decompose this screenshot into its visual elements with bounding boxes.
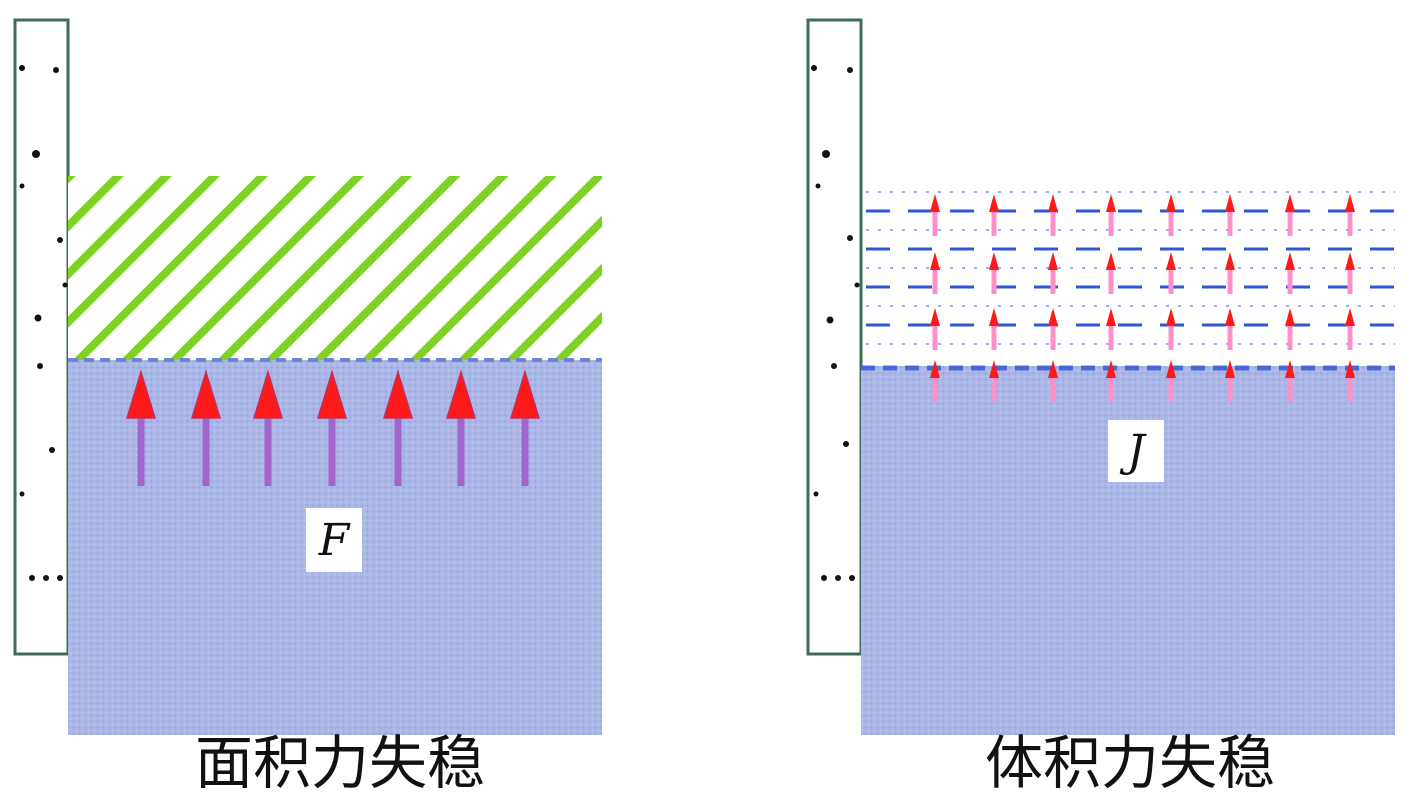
small-up-arrow <box>989 360 999 402</box>
small-up-arrow <box>930 194 940 236</box>
up-arrow <box>509 369 541 486</box>
small-up-arrow <box>1285 308 1295 350</box>
small-up-arrow <box>1285 194 1295 236</box>
caption-surface-force: 面积力失稳 <box>194 729 485 797</box>
small-up-arrow <box>930 252 940 294</box>
small-up-arrow <box>1225 360 1235 402</box>
layered-dashes <box>866 191 1395 345</box>
up-arrow <box>125 369 157 486</box>
small-up-arrow <box>1048 360 1058 402</box>
small-up-arrow <box>1225 194 1235 236</box>
body-force-arrows <box>930 194 1355 402</box>
label-box-left <box>306 508 362 572</box>
small-up-arrow <box>989 194 999 236</box>
small-up-arrow <box>1106 252 1116 294</box>
small-up-arrow <box>1225 308 1235 350</box>
small-up-arrow <box>1106 308 1116 350</box>
up-arrow <box>382 369 414 486</box>
small-up-arrow <box>1166 308 1176 350</box>
small-up-arrow <box>989 252 999 294</box>
small-up-arrow <box>1345 360 1355 402</box>
hatched-layer <box>68 176 602 360</box>
small-up-arrow <box>1345 194 1355 236</box>
small-up-arrow <box>1285 252 1295 294</box>
up-arrow <box>190 369 222 486</box>
wall-speckles-left <box>19 65 68 581</box>
caption-body-force: 体积力失稳 <box>984 729 1275 797</box>
up-arrow <box>316 369 348 486</box>
panel-surface-force: F <box>13 18 602 735</box>
small-up-arrow <box>1345 252 1355 294</box>
small-up-arrow <box>1345 308 1355 350</box>
small-up-arrow <box>989 308 999 350</box>
wall-speckles-right <box>811 65 860 581</box>
variable-label-left: F <box>318 515 351 566</box>
small-up-arrow <box>1048 308 1058 350</box>
small-up-arrow <box>930 360 940 402</box>
small-up-arrow <box>1106 360 1116 402</box>
surface-force-arrows <box>125 369 541 486</box>
panel-body-force: J <box>806 18 1395 735</box>
small-up-arrow <box>930 308 940 350</box>
wall-left <box>13 18 70 656</box>
small-up-arrow <box>1225 252 1235 294</box>
label-box-right <box>1108 420 1164 482</box>
wall-right <box>806 18 863 656</box>
up-arrow <box>445 369 477 486</box>
small-up-arrow <box>1166 194 1176 236</box>
small-up-arrow <box>1106 194 1116 236</box>
small-up-arrow <box>1285 360 1295 402</box>
up-arrow <box>252 369 284 486</box>
small-up-arrow <box>1048 252 1058 294</box>
small-up-arrow <box>1166 360 1176 402</box>
small-up-arrow <box>1166 252 1176 294</box>
small-up-arrow <box>1048 194 1058 236</box>
